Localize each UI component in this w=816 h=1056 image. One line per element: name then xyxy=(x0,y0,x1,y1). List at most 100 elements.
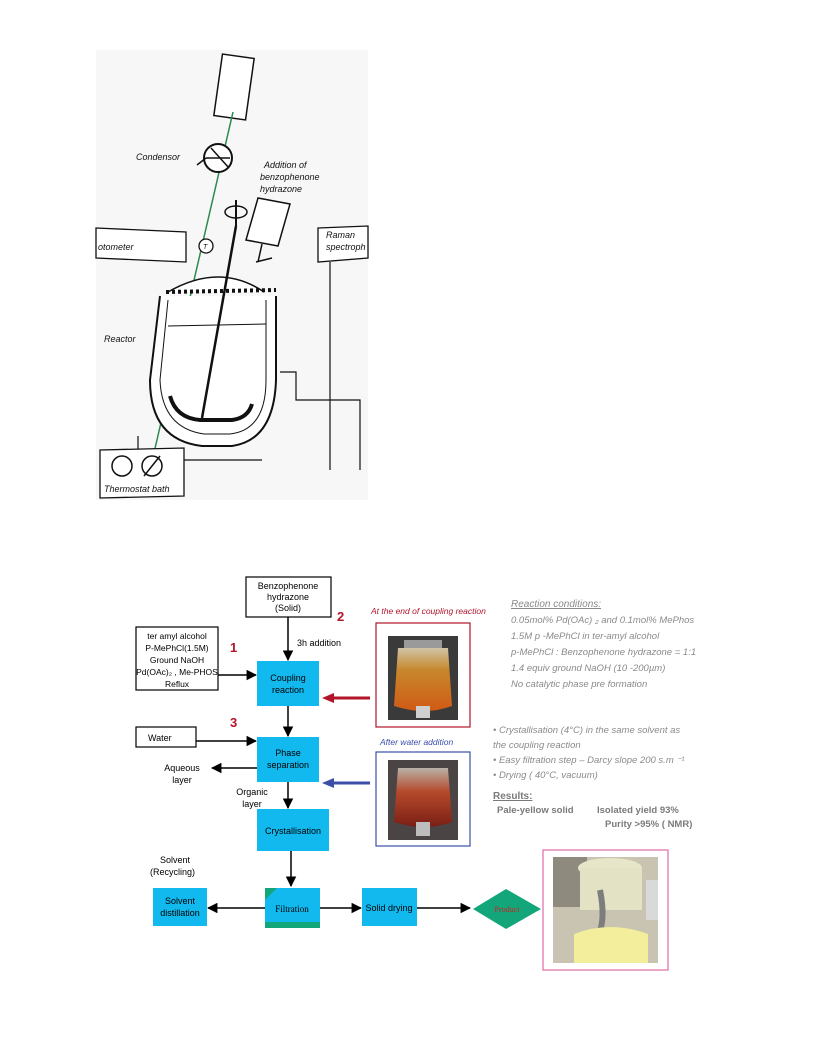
solvent-line-2: (Recycling) xyxy=(150,867,195,877)
process-notes-panel: • Crystallisation (4°C) in the same solv… xyxy=(493,725,685,781)
coupling-line-2: reaction xyxy=(272,685,304,695)
addition-funnel xyxy=(245,197,291,263)
photometer-box xyxy=(95,227,187,263)
photo-2-flask xyxy=(394,768,452,827)
photo-3-yellow-solid xyxy=(574,927,648,963)
after-water-caption: After water addition xyxy=(379,737,454,747)
crystallisation-box xyxy=(257,809,329,851)
red-indicator-arrow-head xyxy=(322,693,334,703)
valve-slash xyxy=(143,455,161,477)
results-title: Results: xyxy=(493,791,532,802)
solid-drying-box xyxy=(362,888,417,926)
product-photo xyxy=(553,857,658,963)
pump-symbol xyxy=(111,455,133,477)
notes-line-2: the coupling reaction xyxy=(493,740,581,751)
aqueous-line-1: Aqueous xyxy=(164,763,200,773)
condensor-tube xyxy=(212,53,256,121)
filtration-base xyxy=(265,922,320,928)
step-3-label: 3 xyxy=(230,715,237,730)
condensor-symbol xyxy=(196,143,233,173)
reagents-line-2: P-MePhCl(1.5M) xyxy=(145,643,208,653)
results-panel: Results: Pale-yellow solid Isolated yiel… xyxy=(493,791,692,830)
conditions-line-2: 1.5M p -MePhCl in ter-amyl alcohol xyxy=(511,631,660,642)
raman-label-2: spectroph xyxy=(326,242,366,252)
phase-line-1: Phase xyxy=(275,748,301,758)
solvent-distillation-box xyxy=(153,888,207,926)
addition-label: 3h addition xyxy=(297,638,341,648)
raman-label-1: Raman xyxy=(326,230,355,240)
addition-label-2: benzophenone xyxy=(260,172,320,182)
results-purity: Purity >95% ( NMR) xyxy=(605,819,692,830)
jacket-line-right xyxy=(280,371,361,470)
filtration-corner-top xyxy=(265,888,277,900)
conditions-line-3: p-MePhCl : Benzophenone hydrazone = 1:1 xyxy=(510,647,696,658)
photo-1-flask xyxy=(394,648,452,711)
reaction-conditions-panel: Reaction conditions: 0.05mol% Pd(OAc) ₂ … xyxy=(510,599,696,690)
organic-line-1: Organic xyxy=(236,787,268,797)
reagents-line-3: Ground NaOH xyxy=(150,655,204,665)
conditions-line-1: 0.05mol% Pd(OAc) ₂ and 0.1mol% MePhos xyxy=(511,615,694,626)
liquid-level xyxy=(167,323,267,327)
stirrer-blade xyxy=(168,395,254,422)
photo-3-side-part xyxy=(646,880,658,920)
aqueous-line-2: layer xyxy=(172,775,192,785)
conditions-line-4: 1.4 equiv ground NaOH (10 -200µm) xyxy=(511,663,665,674)
product-diamond xyxy=(473,889,541,929)
water-label: Water xyxy=(148,733,172,743)
phase-line-2: separation xyxy=(267,760,309,770)
end-of-coupling-photo xyxy=(388,636,458,720)
notes-line-3: • Easy filtration step – Darcy slope 200… xyxy=(493,755,685,766)
addition-label-1: Addition of xyxy=(263,160,308,170)
conditions-line-5: No catalytic phase pre formation xyxy=(511,679,647,690)
solvent-line-1: Solvent xyxy=(160,855,191,865)
photo-1-valve xyxy=(416,706,430,718)
notes-line-4: • Drying ( 40°C, vacuum) xyxy=(493,770,598,781)
conditions-title: Reaction conditions: xyxy=(511,599,601,610)
distillation-line-1: Solvent xyxy=(165,896,196,906)
reagents-line-5: Reflux xyxy=(165,679,190,689)
reactor-flange xyxy=(165,288,277,294)
raman-box xyxy=(317,225,369,263)
drying-label: Solid drying xyxy=(365,903,412,913)
end-of-coupling-caption: At the end of coupling reaction xyxy=(370,606,486,616)
reactor-vessel xyxy=(148,295,277,447)
reactor-inner-wall xyxy=(159,299,267,435)
benzophenone-box xyxy=(245,576,332,618)
addition-label-3: hydrazone xyxy=(260,184,302,194)
step-2-label: 2 xyxy=(337,609,344,624)
step-1-label: 1 xyxy=(230,640,237,655)
product-label: Product xyxy=(495,905,521,914)
photo-2-valve xyxy=(416,822,430,836)
coupling-line-1: Coupling xyxy=(270,673,306,683)
photometer-label: otometer xyxy=(98,242,135,252)
reactor-label: Reactor xyxy=(104,334,137,344)
stirrer-shaft xyxy=(200,225,238,419)
water-box xyxy=(135,726,197,748)
thermostat-label: Thermostat bath xyxy=(104,484,170,494)
photo-3-dryer-body xyxy=(580,868,642,910)
reagents-line-4: Pd(OAc)₂ , Me-PHOS xyxy=(136,667,218,677)
reactor-lid xyxy=(167,276,265,293)
reagents-box xyxy=(135,626,219,691)
distillation-line-2: distillation xyxy=(160,908,200,918)
condensor-label: Condensor xyxy=(136,152,181,162)
filtration-label: Filtration xyxy=(275,904,309,914)
crystallisation-label: Crystallisation xyxy=(265,826,321,836)
coupling-reaction-box xyxy=(257,661,319,706)
photo-1-lid xyxy=(404,640,442,648)
benzophenone-line-2: hydrazone xyxy=(267,592,309,602)
notes-line-1: • Crystallisation (4°C) in the same solv… xyxy=(493,725,680,736)
results-solid: Pale-yellow solid xyxy=(497,805,574,816)
thermometer-symbol xyxy=(198,238,214,254)
thermometer-label: T xyxy=(203,244,208,251)
organic-line-2: layer xyxy=(242,799,262,809)
benzophenone-line-1: Benzophenone xyxy=(258,581,319,591)
results-yield: Isolated yield 93% xyxy=(597,805,679,816)
reagents-line-1: ter amyl alcohol xyxy=(147,631,207,641)
filtration-box xyxy=(265,888,320,928)
after-water-photo xyxy=(388,760,458,840)
phase-separation-box xyxy=(257,737,319,782)
reactor-apparatus-sketch: Condensor Addition of benzophenone hydra… xyxy=(95,50,369,500)
benzophenone-line-3: (Solid) xyxy=(275,603,301,613)
